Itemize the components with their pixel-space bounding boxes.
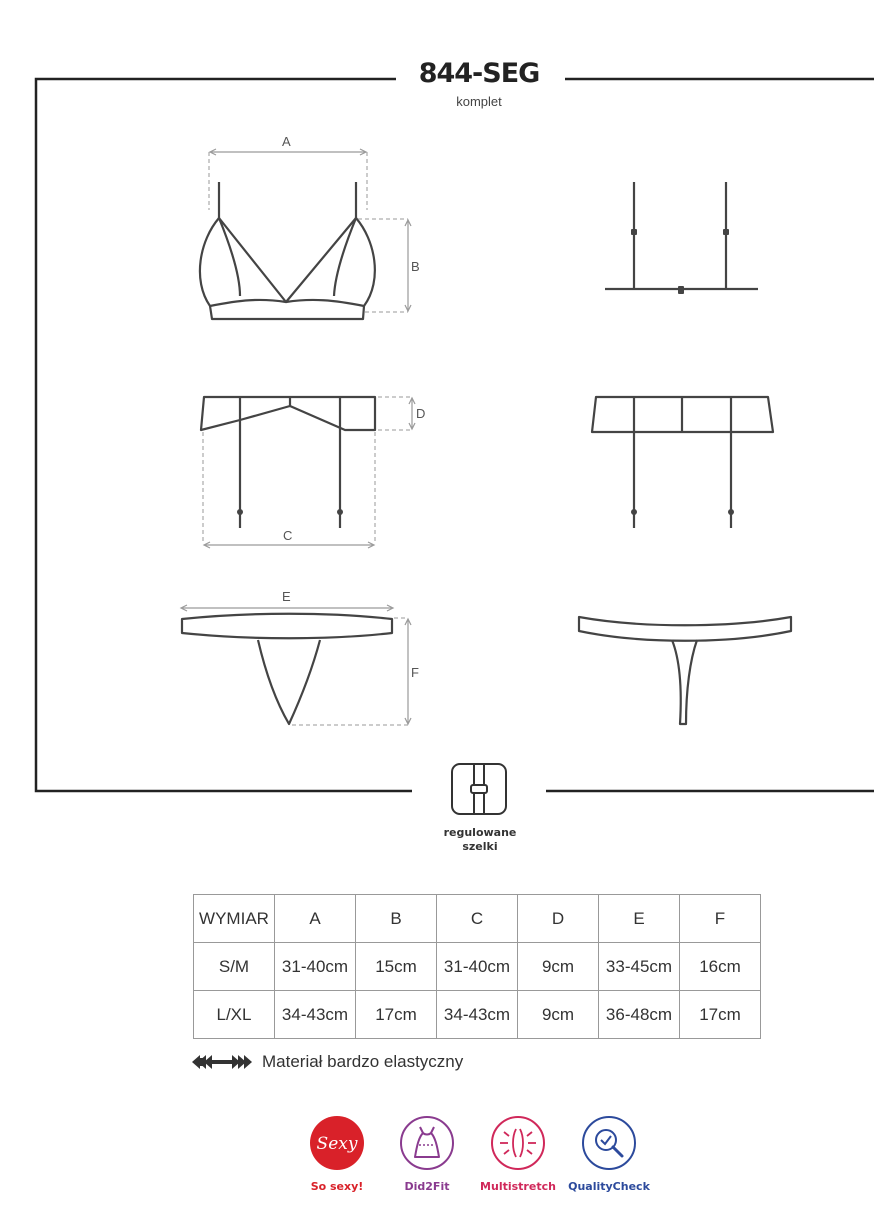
badge-multistretch: Multistretch: [468, 1115, 568, 1193]
dim-label-d: D: [416, 406, 426, 421]
elastic-note-text: Materiał bardzo elastyczny: [262, 1052, 464, 1071]
table-cell: 36-48cm: [598, 990, 680, 1039]
table-header-cell: WYMIAR: [193, 894, 275, 943]
product-code: 844-SEG: [418, 58, 541, 89]
dim-label-f: F: [411, 665, 419, 680]
badge-did2fit: Did2Fit: [377, 1115, 477, 1193]
feature-label: regulowane szelki: [443, 826, 517, 853]
dim-label-a: A: [282, 134, 291, 149]
badge-label: Did2Fit: [404, 1180, 450, 1193]
table-cell: L/XL: [193, 990, 275, 1039]
badge-label: So sexy!: [310, 1180, 364, 1193]
garter-belt-back-drawing: [590, 395, 775, 528]
multistretch-icon: [491, 1116, 545, 1170]
svg-text:Sexy: Sexy: [317, 1134, 358, 1154]
table-cell: 33-45cm: [598, 942, 680, 991]
elastic-note: Materiał bardzo elastyczny: [192, 1050, 463, 1074]
table-header-cell: A: [274, 894, 356, 943]
badge-label: Multistretch: [480, 1180, 556, 1193]
table-header-cell: F: [679, 894, 761, 943]
table-header-cell: B: [355, 894, 437, 943]
table-cell: 31-40cm: [274, 942, 356, 991]
adjustable-strap-icon: [451, 763, 507, 815]
table-cell: 15cm: [355, 942, 437, 991]
bra-back-drawing: [605, 182, 758, 291]
table-row: S/M 31-40cm 15cm 31-40cm 9cm 33-45cm 16c…: [193, 942, 761, 991]
dim-label-b: B: [411, 259, 420, 274]
table-header-cell: C: [436, 894, 518, 943]
badge-label: QualityCheck: [568, 1180, 650, 1193]
quality-check-icon: [582, 1116, 636, 1170]
table-cell: 16cm: [679, 942, 761, 991]
table-header-row: WYMIAR A B C D E F: [193, 894, 761, 943]
badge-qualitycheck: QualityCheck: [559, 1115, 659, 1193]
technical-drawing: [34, 77, 874, 793]
table-cell: S/M: [193, 942, 275, 991]
thong-back-drawing: [577, 615, 793, 726]
stretch-arrows-icon: [192, 1055, 252, 1069]
dim-label-e: E: [282, 589, 291, 604]
dim-label-c: C: [283, 528, 293, 543]
table-cell: 9cm: [517, 990, 599, 1039]
table-cell: 9cm: [517, 942, 599, 991]
sexy-badge-icon: Sexy: [310, 1116, 364, 1170]
table-cell: 17cm: [355, 990, 437, 1039]
table-header-cell: E: [598, 894, 680, 943]
dress-fit-icon: [400, 1116, 454, 1170]
bra-front-drawing: [198, 182, 376, 321]
table-cell: 34-43cm: [274, 990, 356, 1039]
size-table: WYMIAR A B C D E F S/M 31-40cm 15cm 31-4…: [193, 894, 761, 1039]
table-cell: 34-43cm: [436, 990, 518, 1039]
table-header-cell: D: [517, 894, 599, 943]
product-type: komplet: [456, 94, 502, 109]
thong-front-drawing: [180, 612, 394, 726]
table-cell: 17cm: [679, 990, 761, 1039]
table-cell: 31-40cm: [436, 942, 518, 991]
table-row: L/XL 34-43cm 17cm 34-43cm 9cm 36-48cm 17…: [193, 990, 761, 1039]
garter-belt-front-drawing: [199, 395, 377, 528]
badge-so-sexy: Sexy So sexy!: [287, 1115, 387, 1193]
